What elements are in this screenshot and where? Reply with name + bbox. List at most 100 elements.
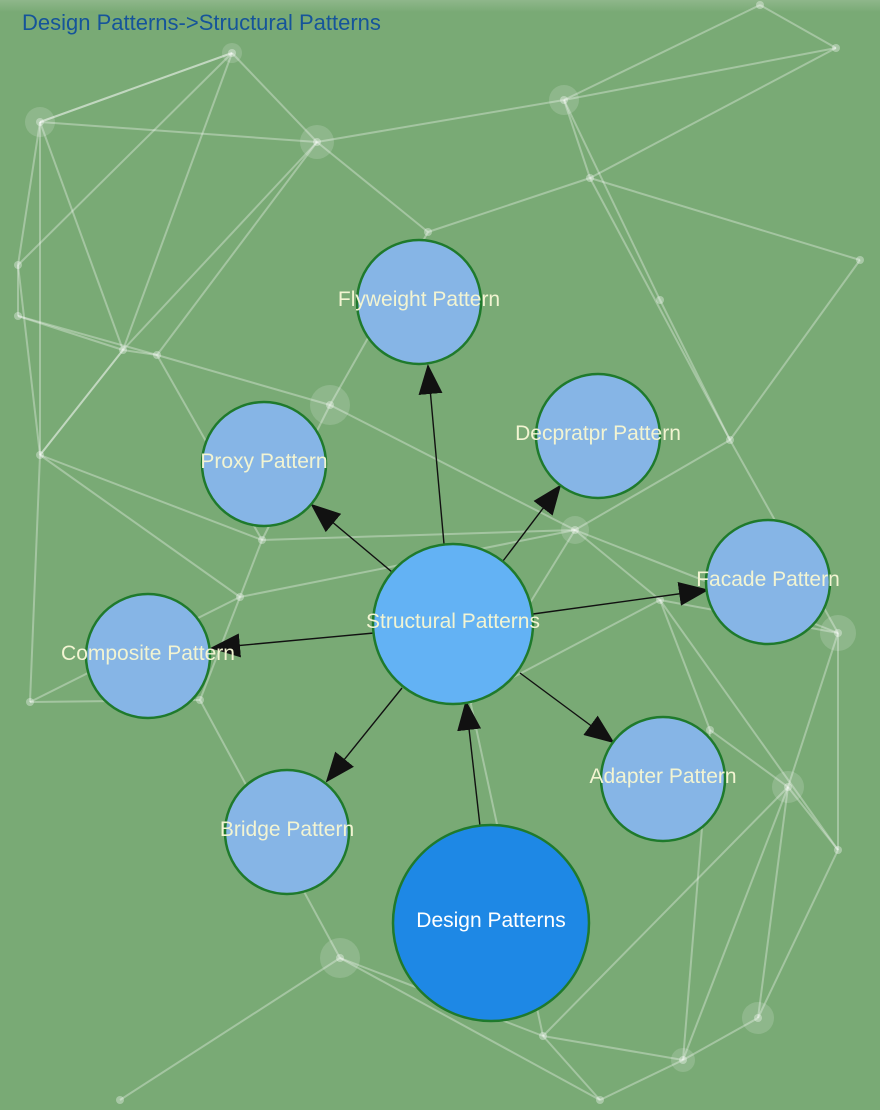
edge-structural-to-decorator [502,484,562,562]
node-facade-circle[interactable] [704,518,832,646]
mesh-blob [320,938,360,978]
mesh-blob [671,1048,695,1072]
mesh-blob [820,615,856,651]
breadcrumb-separator: -> [178,10,199,35]
mesh-line [29,454,41,703]
mesh-line [563,4,761,101]
node-facade-label: Facade Pattern [696,568,840,591]
mesh-line [589,177,861,261]
mesh-point [336,954,344,962]
mesh-line [39,349,124,456]
node-adapter-circle[interactable] [599,715,727,843]
mesh-line [39,454,241,598]
node-proxy[interactable]: Proxy Pattern [200,400,328,528]
node-flyweight-circle[interactable] [355,238,483,366]
node-composite-label: Composite Pattern [61,642,235,665]
mesh-line [659,299,731,441]
mesh-line [231,52,318,143]
node-bridge[interactable]: Bridge Pattern [220,768,354,896]
mesh-line [39,52,233,123]
mesh-point [326,401,334,409]
mesh-point [706,726,714,734]
mesh-line [122,52,233,351]
mesh-point [228,49,236,57]
mesh-point [756,1,764,9]
mesh-line [39,349,124,456]
mesh-blob [300,125,334,159]
mesh-point [258,536,266,544]
mesh-line [156,354,331,406]
mesh-point [560,96,568,104]
node-proxy-circle[interactable] [200,400,328,528]
mesh-point [586,174,594,182]
breadcrumb: Design Patterns->Structural Patterns [22,10,381,36]
mesh-line [17,52,233,266]
mesh-blob [549,85,579,115]
mesh-line [589,47,837,179]
mesh-line [542,786,789,1037]
mesh-point [656,296,664,304]
mesh-line [17,315,158,356]
mesh-line [757,786,789,1019]
mesh-point [36,451,44,459]
mesh-line [542,1035,684,1061]
node-structural-label: Structural Patterns [366,610,540,633]
mesh-line [682,786,789,1061]
mesh-point [834,846,842,854]
node-adapter[interactable]: Adapter Pattern [589,715,737,843]
mesh-point [14,312,22,320]
mesh-line [563,99,661,301]
mesh-line [563,47,837,101]
node-structural[interactable]: Structural Patterns [366,542,540,706]
mesh-point [26,698,34,706]
mesh-line [39,121,318,143]
mesh-point [784,783,792,791]
mesh-point [119,346,127,354]
node-facade[interactable]: Facade Pattern [696,518,840,646]
edge-layer [210,364,709,827]
mesh-point [656,596,664,604]
mesh-line [122,141,318,351]
mesh-line [122,349,158,356]
node-design-circle[interactable] [391,823,591,1023]
mesh-line [659,599,839,851]
node-design[interactable]: Design Patterns [391,823,591,1023]
mesh-line [759,4,837,49]
node-decorator[interactable]: Decpratpr Pattern [515,372,681,500]
mesh-line [574,529,661,601]
mesh-point [116,1096,124,1104]
node-decorator-circle[interactable] [534,372,662,500]
mesh-line [729,259,861,441]
mesh-line [563,99,591,179]
mesh-line [261,529,576,541]
mesh-point [571,526,579,534]
mesh-line [757,849,839,1019]
node-design-label: Design Patterns [416,909,565,932]
mesh-line [239,539,263,598]
node-composite[interactable]: Composite Pattern [61,592,235,720]
mesh-point [153,351,161,359]
mesh-line [574,439,731,531]
node-composite-circle[interactable] [84,592,212,720]
breadcrumb-root[interactable]: Design Patterns [22,10,179,35]
edge-structural-to-adapter [519,672,615,744]
mesh-point [754,1014,762,1022]
node-bridge-circle[interactable] [223,768,351,896]
mesh-point [424,228,432,236]
mesh-line [156,141,318,356]
node-flyweight[interactable]: Flyweight Pattern [338,238,500,366]
mesh-point [596,1096,604,1104]
node-structural-circle[interactable] [371,542,535,706]
mesh-point [36,118,44,126]
mesh-point [856,256,864,264]
edge-structural-to-composite [210,632,375,658]
breadcrumb-current: Structural Patterns [198,10,381,35]
mesh-blob [310,385,350,425]
mesh-blob [222,43,242,63]
mesh-line [659,599,711,731]
edge-structural-to-bridge [325,687,403,783]
node-proxy-label: Proxy Pattern [200,450,327,473]
mesh-blob [742,1002,774,1034]
